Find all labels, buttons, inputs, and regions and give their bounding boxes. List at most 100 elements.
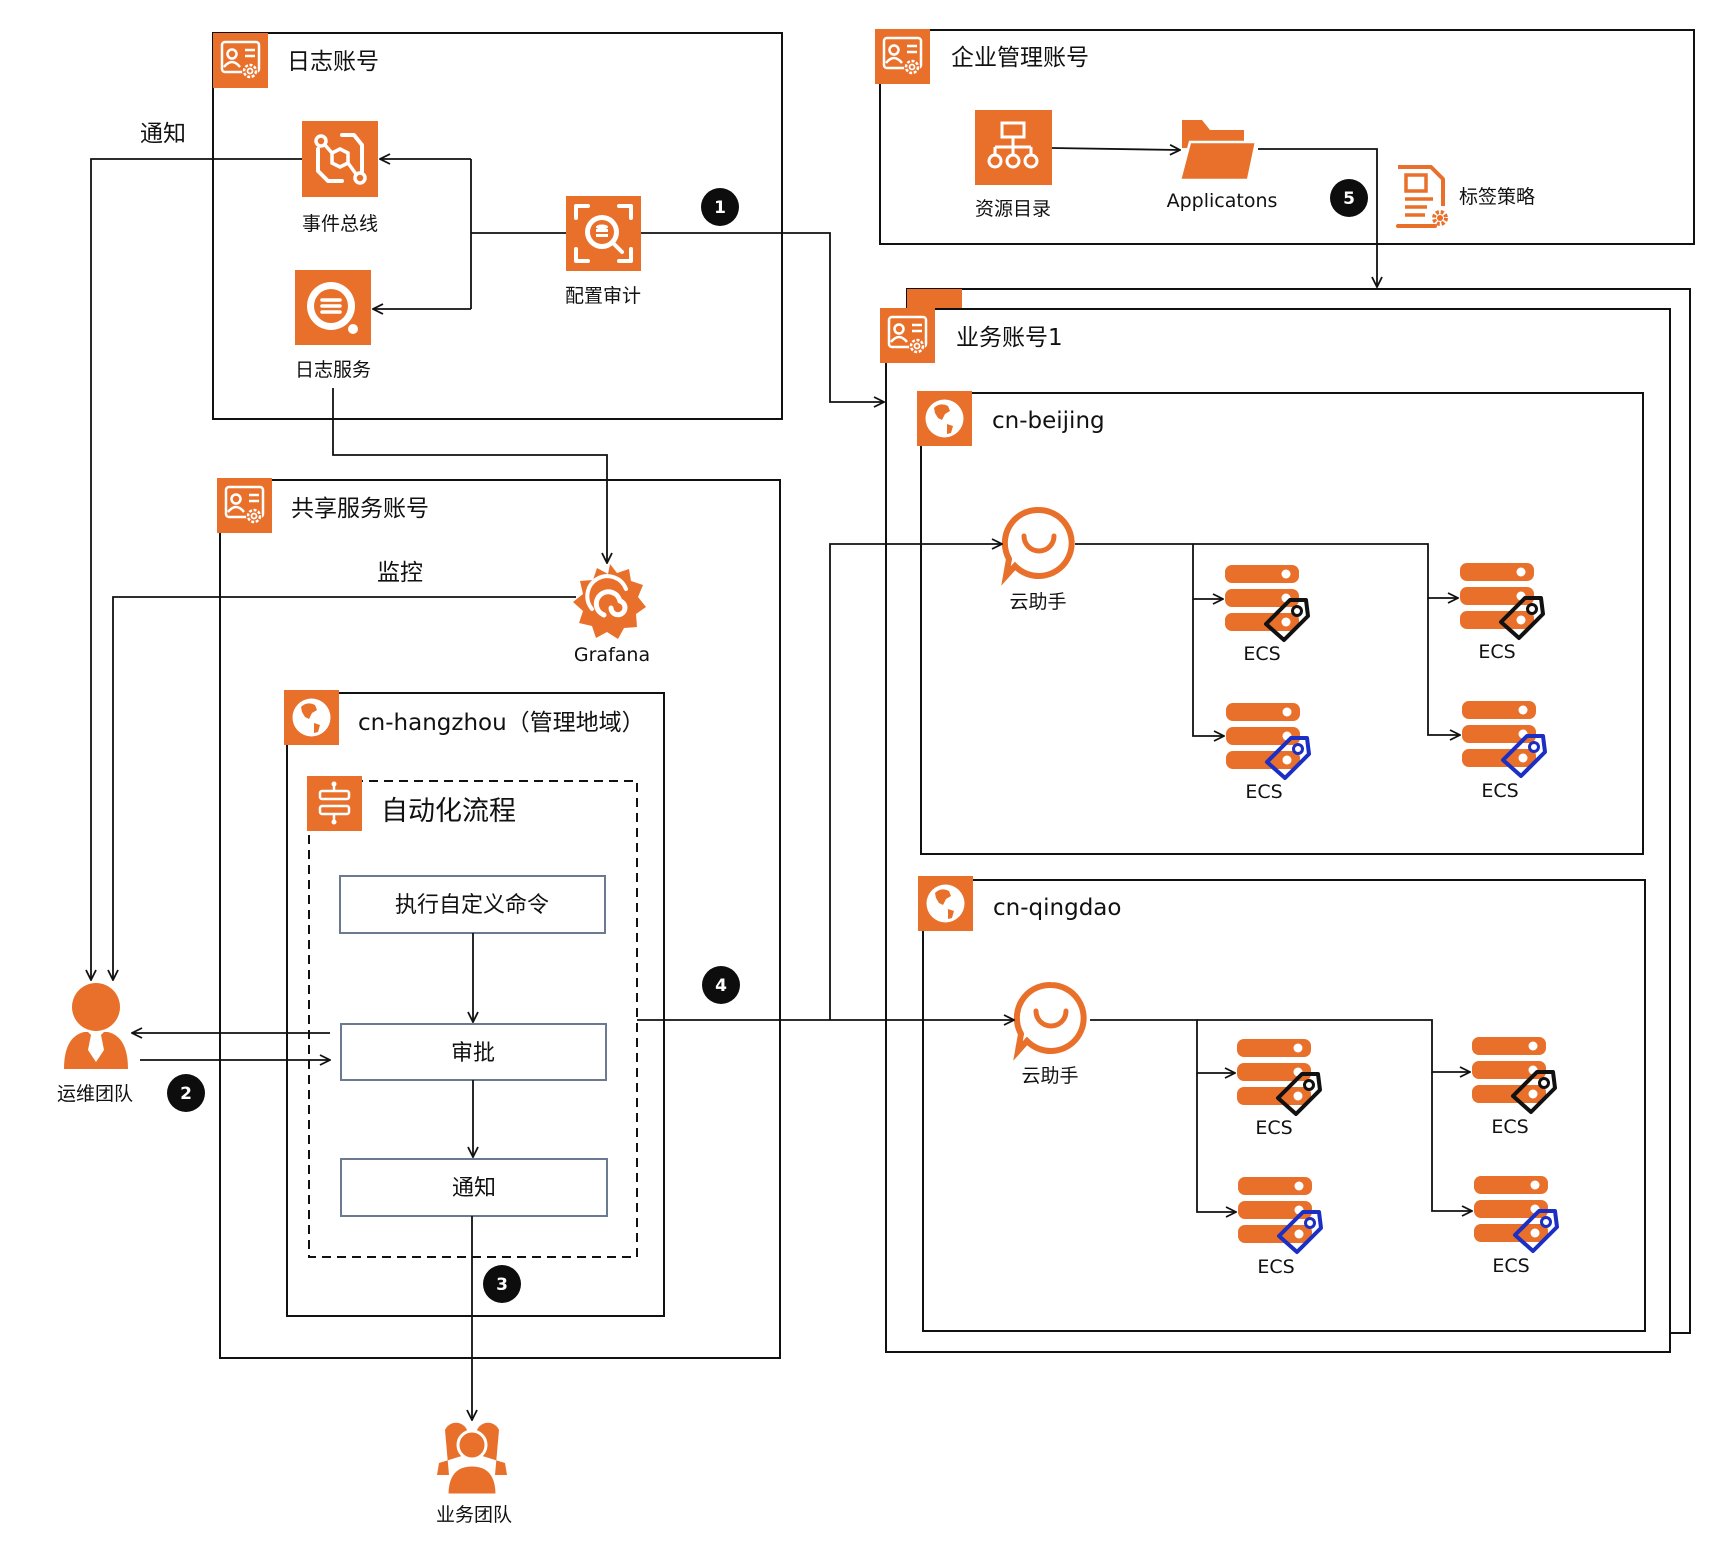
step-badge-4: 4 [702,966,740,1004]
ecs-instance[interactable]: ECS [1226,703,1311,803]
account-settings-icon [873,27,932,86]
region-box [920,392,1644,855]
resource-directory-label: 资源目录 [975,198,1051,220]
ecs-label: ECS [1481,780,1518,802]
monitor-label: 监控 [377,560,423,586]
workflow-icon [307,776,362,831]
workflow-title: 自动化流程 [381,796,516,827]
ops-team-label: 运维团队 [57,1083,133,1105]
svg-text:通知: 通知 [452,1176,496,1201]
server-icon [1474,1176,1548,1242]
arrow-directory-to-apps [1051,148,1180,150]
account-settings-icon [211,31,270,90]
shared-account-box [219,479,781,1359]
server-icon [1237,1039,1311,1105]
arrow-config-audit-to-business [641,232,884,402]
business-account-title: 业务账号1 [956,325,1063,351]
connector [1427,598,1460,735]
step-badge-3: 3 [483,1265,521,1303]
ecs-label: ECS [1245,781,1282,803]
region-cn-qingdao: cn-qingdao 云助手 ECS ECS ECS ECS [918,876,1646,1332]
cloud-assistant-label: 云助手 [1021,1065,1078,1087]
applications-label: Applicatons [1167,190,1278,212]
step-badge-5: 5 [1330,179,1368,217]
arrow-log-to-grafana [332,388,607,563]
grafana-icon[interactable] [573,564,646,639]
config-audit-label: 配置审计 [565,285,641,307]
server-icon [1238,1177,1312,1243]
biz-team-label: 业务团队 [436,1504,512,1526]
connector [1090,1019,1235,1073]
log-account-box [212,32,783,420]
region-cn-hangzhou-title: cn-hangzhou（管理地域） [358,710,645,736]
notify-label: 通知 [140,121,186,147]
workflow-step-approval[interactable]: 审批 [340,1023,607,1081]
connector [1196,1073,1236,1212]
business-account-stack: 业务账号1 [878,288,1691,1353]
ecs-label: ECS [1257,1256,1294,1278]
svg-text:2: 2 [180,1084,192,1104]
connector [1192,599,1224,736]
svg-text:3: 3 [496,1275,508,1295]
region-title: cn-qingdao [993,895,1121,921]
workflow-box [308,780,638,1258]
tag-policy-label: 标签策略 [1459,186,1535,208]
svg-text:执行自定义命令: 执行自定义命令 [395,893,549,918]
svg-text:4: 4 [715,976,727,996]
hierarchy-icon[interactable] [975,110,1052,185]
ecs-instance[interactable]: ECS [1237,1039,1322,1139]
biz-team-icon[interactable] [437,1422,507,1497]
folder-icon[interactable] [1178,120,1258,182]
account-settings-icon [878,306,937,365]
connector [1193,543,1458,598]
connector [1431,1072,1472,1211]
svg-text:1: 1 [714,198,726,218]
step-badge-2: 2 [167,1074,205,1112]
arrow-apps-to-business [1258,148,1377,287]
server-icon [1462,701,1536,767]
cloud-assistant-label: 云助手 [1009,591,1066,613]
account-settings-icon [907,289,962,309]
connector [1197,1019,1470,1072]
ecs-instance[interactable]: ECS [1474,1176,1559,1277]
arrow-notify-to-ops [91,158,302,980]
config-audit-icon[interactable] [566,196,641,271]
log-service-icon[interactable] [295,270,371,345]
shared-account-title: 共享服务账号 [291,496,429,522]
event-bus-icon[interactable] [302,121,378,197]
ecs-instance[interactable]: ECS [1238,1177,1323,1278]
server-icon [1472,1037,1546,1103]
globe-icon [917,391,972,446]
enterprise-account-group: 企业管理账号 资源目录 Applicatons 标签策略 [873,27,1695,245]
business-account-box [885,308,1671,1353]
server-icon [1225,565,1299,631]
svg-text:审批: 审批 [451,1041,495,1066]
server-icon [1460,563,1534,629]
ops-team-user-icon[interactable] [64,983,128,1069]
ecs-instance[interactable]: ECS [1472,1037,1557,1138]
ecs-label: ECS [1491,1116,1528,1138]
region-title: cn-beijing [992,408,1105,434]
log-account-group: 日志账号 事件总线 日志服务 [211,31,783,420]
ecs-label: ECS [1255,1117,1292,1139]
event-bus-label: 事件总线 [302,213,378,235]
ecs-instance[interactable]: ECS [1460,563,1545,663]
step-badge-1: 1 [701,188,739,226]
server-icon [1226,703,1300,769]
svg-text:5: 5 [1343,189,1355,209]
arrow-workflow-to-beijing-assistant [829,544,1002,1020]
ecs-label: ECS [1243,643,1280,665]
region-cn-beijing: cn-beijing 云助手 ECS ECS ECS ECS [917,391,1644,855]
policy-document-icon[interactable] [1396,165,1448,228]
ecs-label: ECS [1478,641,1515,663]
enterprise-account-title: 企业管理账号 [951,45,1089,71]
workflow-step-notify[interactable]: 通知 [340,1158,608,1217]
grafana-label: Grafana [574,644,650,666]
connector [1075,543,1223,599]
workflow-step-run-command[interactable]: 执行自定义命令 [339,875,606,934]
globe-icon [284,690,339,745]
ecs-instance[interactable]: ECS [1462,701,1547,802]
arrow-monitor-to-ops [113,596,576,980]
ecs-instance[interactable]: ECS [1225,565,1310,665]
